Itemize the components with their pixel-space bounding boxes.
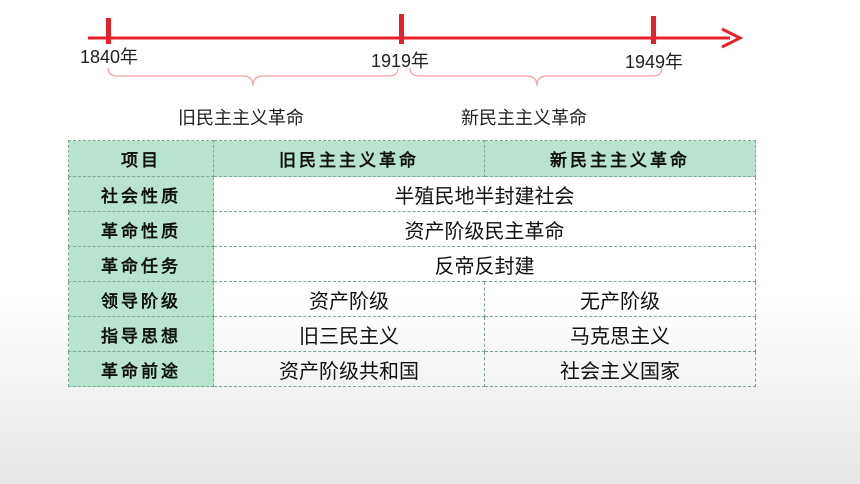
new-cell: 无产阶级 — [484, 281, 756, 317]
timeline-arrowhead — [721, 27, 744, 49]
old-cell: 资产阶级共和国 — [213, 351, 485, 387]
header-new-democratic: 新民主主义革命 — [484, 140, 756, 177]
shared-cell: 半殖民地半封建社会 — [213, 176, 756, 212]
table-header-row: 项目 旧民主主义革命 新民主主义革命 — [68, 140, 756, 177]
year-label-1840: 1840年 — [80, 47, 139, 67]
table-row: 革命任务 反帝反封建 — [68, 246, 756, 282]
brace-old-democratic — [107, 67, 399, 87]
tick-1919 — [399, 14, 404, 44]
header-item: 项目 — [68, 140, 214, 177]
row-label: 领导阶级 — [68, 281, 214, 317]
tick-1949 — [651, 16, 656, 44]
revolution-comparison-table: 项目 旧民主主义革命 新民主主义革命 社会性质 半殖民地半封建社会 革命性质 资… — [68, 140, 756, 387]
year-label-1919: 1919年 — [371, 51, 430, 71]
period-label-new: 新民主主义革命 — [461, 108, 587, 129]
new-cell: 社会主义国家 — [484, 351, 756, 387]
old-cell: 旧三民主义 — [213, 316, 485, 352]
old-cell: 资产阶级 — [213, 281, 485, 317]
new-cell: 马克思主义 — [484, 316, 756, 352]
table-row: 革命前途 资产阶级共和国 社会主义国家 — [68, 351, 756, 387]
shared-cell: 资产阶级民主革命 — [213, 211, 756, 247]
tick-1840 — [106, 18, 111, 44]
row-label: 社会性质 — [68, 176, 214, 212]
table-row: 社会性质 半殖民地半封建社会 — [68, 176, 756, 212]
row-label: 革命前途 — [68, 351, 214, 387]
timeline — [88, 14, 744, 87]
period-label-old: 旧民主主义革命 — [178, 108, 304, 129]
table-row: 革命性质 资产阶级民主革命 — [68, 211, 756, 247]
table-row: 领导阶级 资产阶级 无产阶级 — [68, 281, 756, 317]
row-label: 指导思想 — [68, 316, 214, 352]
table-row: 指导思想 旧三民主义 马克思主义 — [68, 316, 756, 352]
shared-cell: 反帝反封建 — [213, 246, 756, 282]
year-label-1949: 1949年 — [625, 52, 684, 72]
header-old-democratic: 旧民主主义革命 — [213, 140, 485, 177]
row-label: 革命任务 — [68, 246, 214, 282]
row-label: 革命性质 — [68, 211, 214, 247]
brace-new-democratic — [409, 67, 663, 87]
